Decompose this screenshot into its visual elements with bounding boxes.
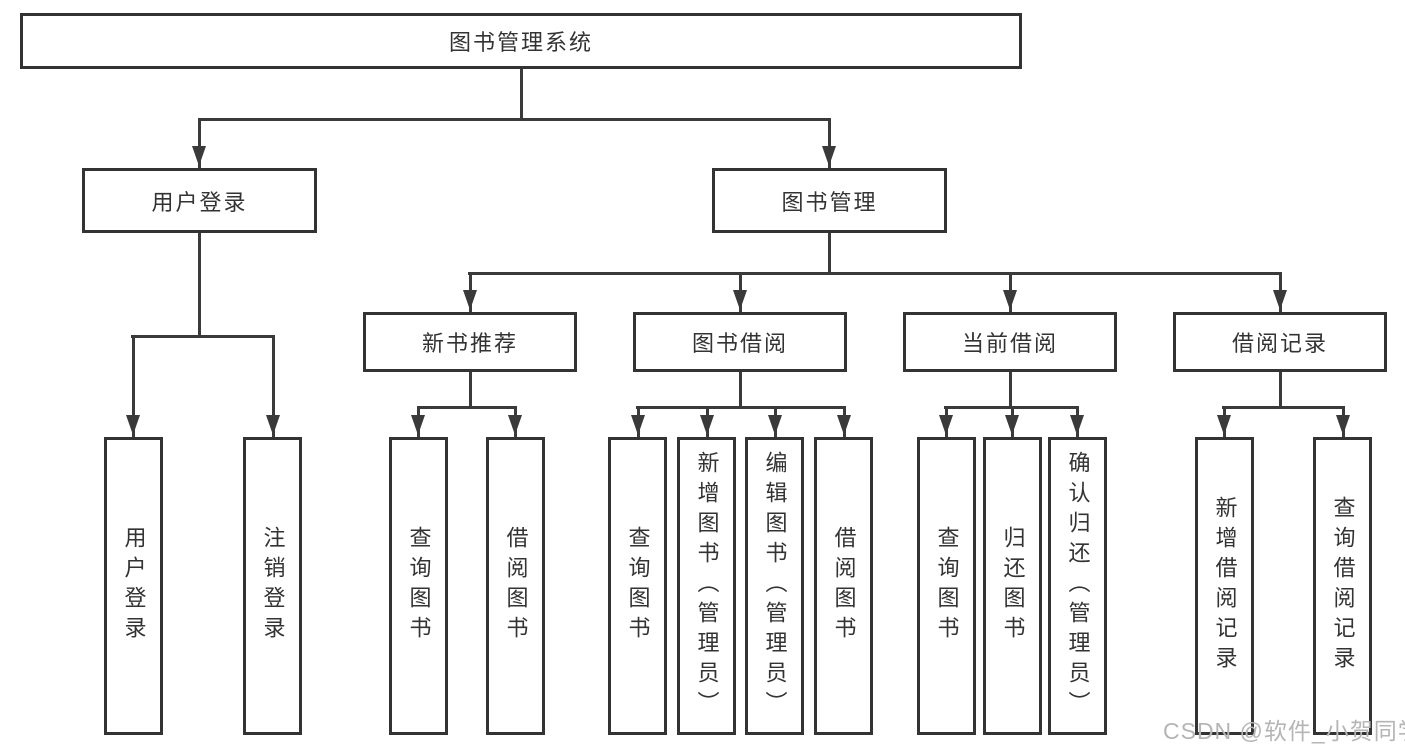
node-label: 新书推荐	[421, 331, 518, 356]
connector-line	[520, 69, 523, 118]
arrow-down-icon	[266, 415, 280, 435]
arrow-down-icon	[1336, 415, 1350, 435]
connector-line	[469, 372, 472, 406]
arrow-down-icon	[837, 415, 851, 435]
connector-line	[417, 406, 517, 409]
connector-line	[272, 335, 275, 437]
node-borrowing-records: 借阅记录	[1173, 312, 1387, 372]
connector-line	[198, 118, 201, 168]
csdn-watermark: CSDN @软件_小贺同学	[1163, 718, 1405, 744]
connector-line	[1222, 406, 1345, 409]
arrow-down-icon	[463, 290, 477, 310]
leaf-label: 归还图书	[1000, 526, 1026, 646]
arrow-down-icon	[631, 415, 645, 435]
connector-line	[131, 335, 275, 338]
leaf-label: 新增借阅记录	[1212, 496, 1238, 676]
leaf-label: 查询图书	[625, 526, 651, 646]
leaf-label: 确认归还（管理员）	[1065, 451, 1091, 721]
arrow-down-icon	[1070, 415, 1084, 435]
arrow-down-icon	[733, 290, 747, 310]
arrow-down-icon	[700, 415, 714, 435]
leaf-query-book-borrowing: 查询图书	[608, 437, 667, 735]
arrow-down-icon	[1217, 415, 1231, 435]
connector-line	[1279, 372, 1282, 406]
leaf-confirm-return-admin: 确认归还（管理员）	[1048, 437, 1107, 735]
leaf-label: 注销登录	[260, 526, 286, 646]
connector-line	[198, 118, 831, 121]
node-label: 图书管理	[781, 189, 878, 215]
leaf-label: 借阅图书	[503, 526, 529, 646]
leaf-label: 编辑图书（管理员）	[762, 451, 788, 721]
connector-line	[132, 335, 135, 437]
leaf-query-book-current: 查询图书	[917, 437, 976, 735]
leaf-user-login: 用户登录	[104, 437, 163, 735]
connector-line	[636, 406, 846, 409]
node-label: 当前借阅	[961, 331, 1058, 356]
arrow-down-icon	[768, 415, 782, 435]
node-current-borrowing: 当前借阅	[903, 312, 1117, 372]
connector-line	[1009, 372, 1012, 406]
connector-line	[739, 372, 742, 406]
arrow-down-icon	[411, 415, 425, 435]
arrow-down-icon	[192, 146, 206, 166]
leaf-borrow-book: 借阅图书	[814, 437, 873, 735]
arrow-down-icon	[1005, 415, 1019, 435]
leaf-logout: 注销登录	[243, 437, 302, 735]
connector-line	[828, 232, 831, 272]
leaf-borrow-book-recommend: 借阅图书	[486, 437, 545, 735]
node-label: 图书管理系统	[448, 30, 593, 55]
leaf-return-book: 归还图书	[983, 437, 1042, 735]
node-new-book-recommend: 新书推荐	[363, 312, 577, 372]
arrow-down-icon	[1273, 290, 1287, 310]
arrow-down-icon	[939, 415, 953, 435]
node-book-borrowing: 图书借阅	[633, 312, 847, 372]
arrow-down-icon	[126, 415, 140, 435]
connector-line	[198, 233, 201, 335]
leaf-label: 用户登录	[121, 526, 147, 646]
leaf-query-borrow-record: 查询借阅记录	[1313, 437, 1372, 735]
leaf-query-book-recommend: 查询图书	[389, 437, 448, 735]
leaf-add-book-admin: 新增图书（管理员）	[677, 437, 736, 735]
arrow-down-icon	[822, 146, 836, 166]
node-user-login: 用户登录	[82, 168, 317, 233]
leaf-label: 查询借阅记录	[1330, 496, 1356, 676]
leaf-label: 新增图书（管理员）	[694, 451, 720, 721]
node-book-management: 图书管理	[712, 168, 947, 233]
leaf-edit-book-admin: 编辑图书（管理员）	[745, 437, 804, 735]
leaf-label: 查询图书	[934, 526, 960, 646]
node-library-management-system: 图书管理系统	[20, 13, 1022, 69]
connector-line	[828, 118, 831, 168]
leaf-add-borrow-record: 新增借阅记录	[1195, 437, 1254, 735]
leaf-label: 查询图书	[406, 526, 432, 646]
arrow-down-icon	[1003, 290, 1017, 310]
node-label: 用户登录	[151, 189, 248, 215]
node-label: 图书借阅	[691, 331, 788, 356]
connector-line	[468, 272, 1282, 275]
leaf-label: 借阅图书	[831, 526, 857, 646]
connector-line	[944, 406, 1079, 409]
arrow-down-icon	[508, 415, 522, 435]
node-label: 借阅记录	[1231, 331, 1328, 356]
